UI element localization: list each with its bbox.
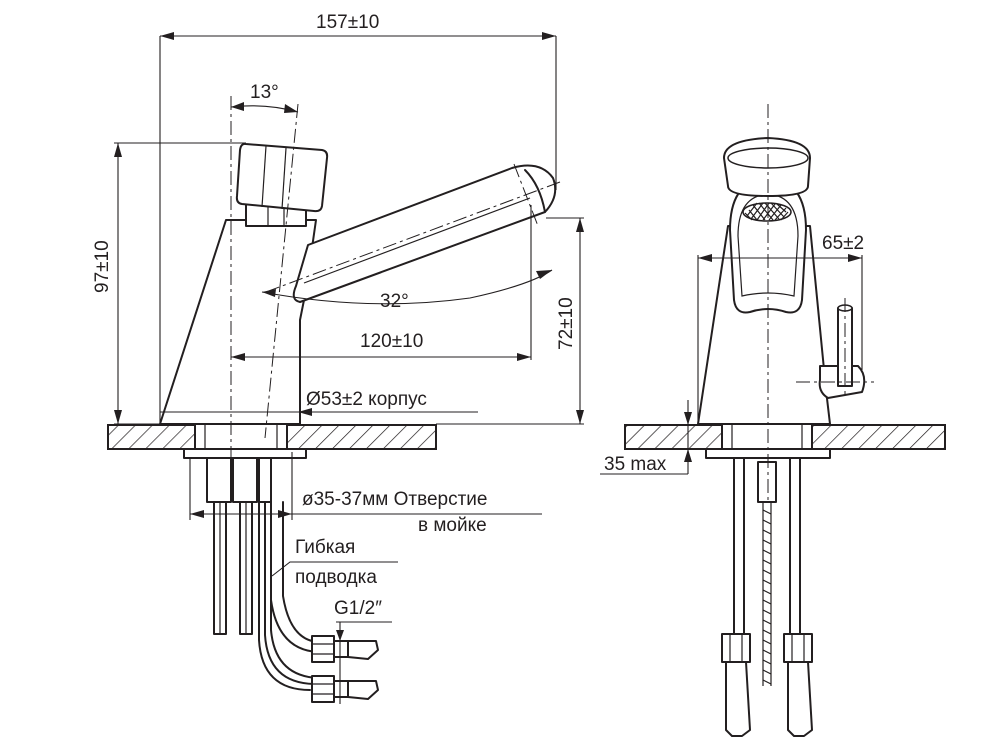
label-spout-height: 72±10 [556,297,577,350]
front-button [723,137,811,197]
mounting-washer [183,448,307,459]
label-spout-angle: 32° [380,291,409,312]
label-hole-line1: ø35-37мм Отверстие [302,489,487,510]
dimension-labels: 157±10 13° 97±10 32° 120±10 72±10 Ø53±2 … [92,12,864,619]
push-button [235,142,329,213]
label-max-thickness: 35 max [604,454,667,475]
faucet-body [159,219,317,425]
label-overall-length: 157±10 [316,12,379,33]
label-body-diameter: Ø53±2 корпус [306,389,427,410]
sink-hole-left [195,424,287,451]
label-total-height: 97±10 [92,240,113,293]
hose-fittings [311,635,379,703]
side-view [107,32,584,704]
front-view [600,104,946,737]
label-button-angle: 13° [250,82,279,103]
label-spout-reach: 120±10 [360,331,423,352]
front-hoses [721,457,813,737]
spout [292,164,557,303]
label-hose-line2: подводка [295,567,377,588]
label-hose-line1: Гибкая [295,537,355,558]
label-hole-line2: в мойке [418,515,487,536]
spout-axis [265,181,561,293]
side-lever [818,304,866,399]
flexible-hoses [206,457,319,691]
label-lever-width: 65±2 [822,233,864,254]
button-axis [264,103,299,439]
label-thread: G1/2″ [334,598,382,619]
